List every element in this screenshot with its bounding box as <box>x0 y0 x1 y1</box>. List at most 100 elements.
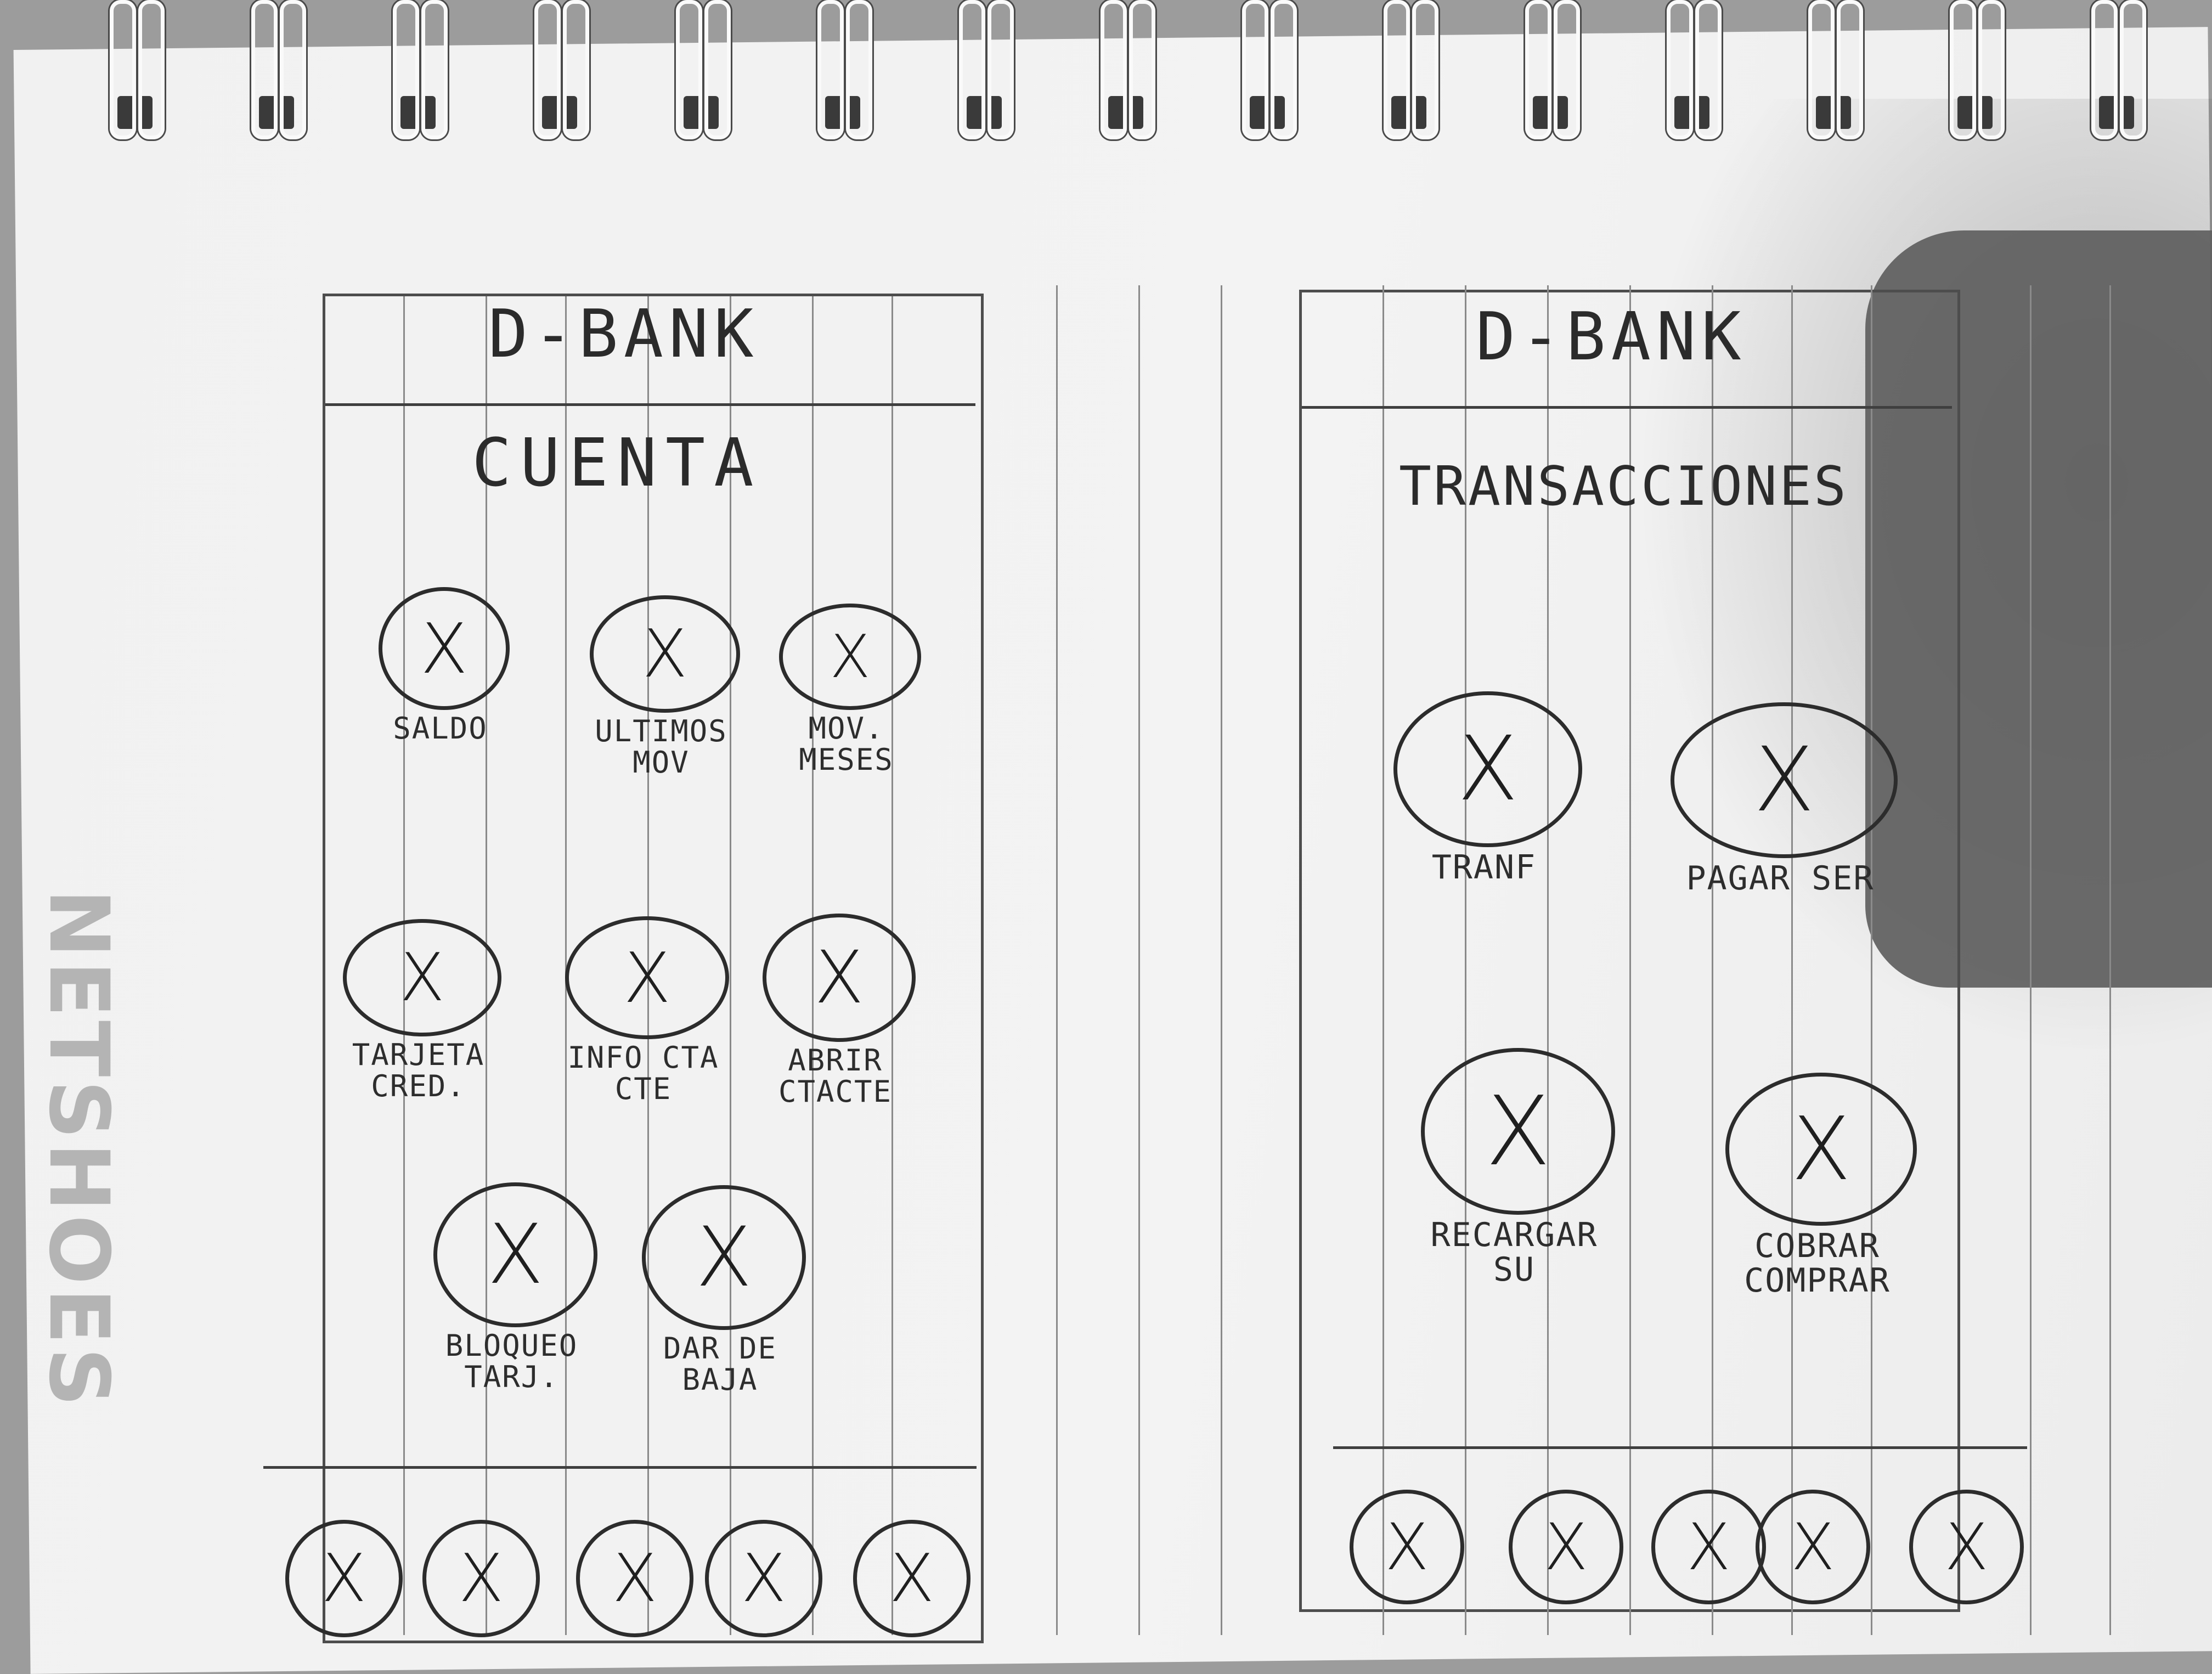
x-placeholder-icon[interactable]: X <box>1421 1048 1615 1215</box>
nav-tab-icon[interactable]: X <box>1651 1490 1766 1604</box>
action-label: COBRAR <box>1754 1227 1880 1265</box>
action-label: INFO CTA <box>567 1040 719 1075</box>
action-label: TRANF <box>1431 848 1537 887</box>
app-brand-title: D-BANK <box>488 296 759 373</box>
bottom-nav-divider <box>263 1466 977 1469</box>
spiral-ring <box>1808 0 1835 139</box>
page-title-transacciones: TRANSACCIONES <box>1399 455 1849 518</box>
action-caption: PAGAR SER <box>1638 861 1923 896</box>
spiral-ring <box>2091 0 2118 139</box>
spiral-ring <box>563 0 589 139</box>
paper-rule-line <box>1629 285 1631 1635</box>
action-label-line2: SU <box>1493 1250 1536 1289</box>
paper-rule-line <box>1138 285 1140 1635</box>
paper-rule-line <box>565 296 567 1635</box>
action-label-line2: CRED. <box>371 1068 466 1103</box>
action-label-line2: CTE <box>614 1071 672 1106</box>
spiral-ring <box>2120 0 2146 139</box>
spiral-ring <box>1837 0 1863 139</box>
spiral-ring <box>138 0 165 139</box>
spiral-ring <box>534 0 561 139</box>
x-placeholder-icon[interactable]: X <box>343 919 501 1036</box>
spiral-ring <box>1129 0 1155 139</box>
spiral-ring <box>1554 0 1580 139</box>
spiral-ring <box>393 0 419 139</box>
spiral-ring <box>1525 0 1551 139</box>
nav-tab-icon[interactable]: X <box>422 1520 540 1637</box>
x-placeholder-icon[interactable]: X <box>590 595 740 713</box>
bottom-nav-divider <box>1333 1446 2027 1449</box>
header-divider <box>325 403 975 406</box>
x-placeholder-icon[interactable]: X <box>1671 702 1898 858</box>
action-label: BLOQUEO <box>445 1328 578 1363</box>
spiral-ring <box>280 0 306 139</box>
app-brand-title: D-BANK <box>1476 299 1747 375</box>
spiral-ring <box>704 0 731 139</box>
nav-tab-icon[interactable]: X <box>1509 1490 1623 1604</box>
spiral-ring <box>1271 0 1297 139</box>
spiral-ring <box>421 0 448 139</box>
nav-tab-icon[interactable]: X <box>1909 1490 2024 1604</box>
nav-tab-icon[interactable]: X <box>705 1520 822 1637</box>
action-label: ABRIR <box>788 1043 883 1078</box>
phone-shadow <box>1865 230 2212 988</box>
spiral-ring <box>251 0 278 139</box>
spiral-ring <box>1667 0 1693 139</box>
page-title-cuenta: CUENTA <box>472 425 763 501</box>
spiral-ring <box>1101 0 1127 139</box>
action-label: MOV. <box>808 711 884 746</box>
paper-rule-line <box>1056 285 1058 1635</box>
x-placeholder-icon[interactable]: X <box>565 916 729 1039</box>
action-label-line2: MOV <box>633 745 690 780</box>
nav-tab-icon[interactable]: X <box>576 1520 693 1637</box>
paper-rule-line <box>1712 285 1713 1635</box>
paper-rule-line <box>1465 285 1466 1635</box>
wireframe-screen-account <box>323 294 984 1643</box>
paper-rule-line <box>1547 285 1549 1635</box>
x-placeholder-icon[interactable]: X <box>379 587 510 710</box>
x-placeholder-icon[interactable]: X <box>1725 1073 1917 1226</box>
action-label-line2: COMPRAR <box>1744 1261 1891 1300</box>
header-divider <box>1302 406 1952 409</box>
action-label: ULTIMOS <box>595 714 727 748</box>
action-label-line2: MESES <box>799 742 894 777</box>
nav-tab-icon[interactable]: X <box>285 1520 403 1637</box>
spiral-ring <box>1242 0 1268 139</box>
x-placeholder-icon[interactable]: X <box>779 604 921 710</box>
action-label: SALDO <box>393 711 488 746</box>
spiral-ring <box>988 0 1014 139</box>
spiral-ring <box>1950 0 1976 139</box>
x-placeholder-icon[interactable]: X <box>642 1185 806 1330</box>
spiral-ring <box>1695 0 1722 139</box>
paper-rule-line <box>1383 285 1384 1635</box>
paper-print-brand: NETSHOES <box>31 889 126 1410</box>
paper-rule-line <box>1221 285 1222 1635</box>
action-label: TARJETA <box>352 1038 485 1072</box>
spiral-ring <box>1384 0 1410 139</box>
paper-rule-line <box>1871 285 1872 1635</box>
nav-tab-icon[interactable]: X <box>1350 1490 1464 1604</box>
paper-rule-line <box>1791 285 1793 1635</box>
action-label: DAR DE <box>663 1331 777 1366</box>
x-placeholder-icon[interactable]: X <box>433 1182 597 1327</box>
x-placeholder-icon[interactable]: X <box>763 914 916 1042</box>
spiral-ring <box>817 0 844 139</box>
x-placeholder-icon[interactable]: X <box>1393 691 1582 847</box>
action-label-line2: TARJ. <box>464 1359 559 1394</box>
action-label-line2: BAJA <box>682 1362 758 1397</box>
spiral-ring <box>1412 0 1438 139</box>
action-label-line2: CTACTE <box>778 1074 893 1109</box>
action-caption: MOV.MESES <box>746 713 946 775</box>
paper-rule-line <box>2109 285 2111 1635</box>
nav-tab-icon[interactable]: X <box>853 1520 970 1637</box>
nav-tab-icon[interactable]: X <box>1756 1490 1870 1604</box>
action-label: PAGAR SER <box>1686 859 1875 898</box>
spiral-ring <box>846 0 872 139</box>
spiral-ring <box>110 0 136 139</box>
